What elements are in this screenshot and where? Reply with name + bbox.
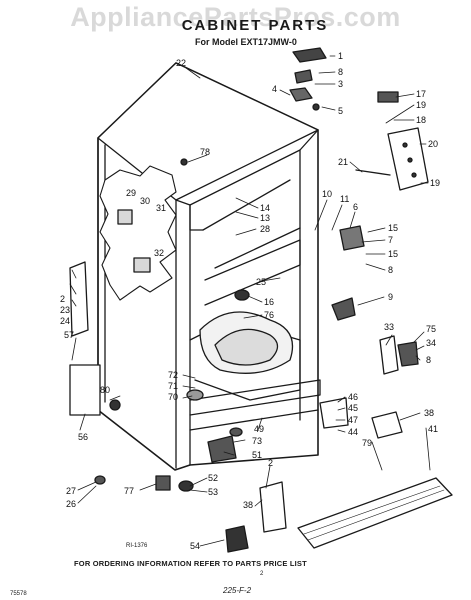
- callout-numbers: 1 8 3 4 5 22 17 19 18 20 21 19 78 14 13 …: [60, 51, 440, 551]
- callout-label: 41: [428, 424, 438, 434]
- callout-label: 19: [430, 178, 440, 188]
- callout-label: 8: [388, 265, 393, 275]
- watermark: AppliancePartsPros.com: [70, 2, 401, 32]
- page-title: CABINET PARTS: [181, 17, 329, 34]
- callout-label: 73: [252, 436, 262, 446]
- callout-label: 8: [426, 355, 431, 365]
- callout-label: 79: [362, 438, 372, 448]
- callout-label: 76: [264, 310, 274, 320]
- callout-label: 14: [260, 203, 270, 213]
- callout-label: 6: [353, 202, 358, 212]
- callout-label: 49: [254, 424, 264, 434]
- page-mark: 2: [260, 571, 264, 577]
- callout-label: 30: [140, 196, 150, 206]
- page-code: 225-F-2: [223, 586, 252, 595]
- callout-label: 47: [348, 415, 358, 425]
- callout-label: 10: [322, 189, 332, 199]
- callout-label: 20: [428, 139, 438, 149]
- callout-label: 18: [416, 115, 426, 125]
- callout-label: 56: [78, 432, 88, 442]
- callout-label: 24: [60, 316, 70, 326]
- callout-label: 54: [190, 541, 200, 551]
- callout-label: 51: [252, 450, 262, 460]
- callout-label: 72: [168, 370, 178, 380]
- callout-label: 75: [426, 324, 436, 334]
- callout-label: 77: [124, 486, 134, 496]
- callout-label: 13: [260, 213, 270, 223]
- callout-label: 7: [388, 235, 393, 245]
- callout-label: 46: [348, 392, 358, 402]
- callout-label: 9: [388, 292, 393, 302]
- callout-label: 3: [338, 79, 343, 89]
- callout-label: 22: [176, 58, 186, 68]
- callout-label: 11: [340, 194, 349, 204]
- callout-label: 32: [154, 248, 164, 258]
- callout-label: 45: [348, 403, 358, 413]
- leader-lines: [69, 55, 431, 547]
- ordering-footer: FOR ORDERING INFORMATION REFER TO PARTS …: [74, 559, 307, 568]
- callout-label: 19: [416, 100, 426, 110]
- rear-panel-cutaway: [99, 165, 177, 301]
- callout-label: 70: [168, 392, 178, 402]
- callout-label: 2: [60, 294, 65, 304]
- callout-label: 44: [348, 427, 358, 437]
- callout-label: 78: [200, 147, 210, 157]
- callout-label: 4: [272, 84, 277, 94]
- callout-label: 34: [426, 338, 436, 348]
- callout-label: 38: [243, 500, 253, 510]
- callout-label: 33: [384, 322, 394, 332]
- callout-label: 53: [208, 487, 218, 497]
- callout-label: 71: [168, 381, 178, 391]
- callout-label: 27: [66, 486, 76, 496]
- callout-label: 52: [208, 473, 218, 483]
- door-hinge-right: [355, 91, 429, 191]
- reference-code: RI-1376: [126, 543, 148, 549]
- model-line: For Model EXT17JMW-0: [195, 37, 297, 47]
- callout-label: 28: [260, 224, 270, 234]
- side-code: 75578: [10, 591, 27, 597]
- toe-grille: [297, 477, 453, 549]
- cabinet-body: [97, 62, 321, 471]
- callout-label: 2: [268, 458, 273, 468]
- callout-label: 23: [60, 305, 70, 315]
- callout-label: 21: [338, 157, 348, 167]
- callout-label: 16: [264, 297, 274, 307]
- callout-label: 17: [416, 89, 426, 99]
- callout-label: 80: [100, 385, 110, 395]
- callout-label: 31: [156, 203, 166, 213]
- callout-label: 1: [338, 51, 343, 61]
- callout-label: 15: [388, 223, 398, 233]
- callout-label: 38: [424, 408, 434, 418]
- callout-label: 5: [338, 106, 343, 116]
- callout-label: 26: [66, 499, 76, 509]
- door-hinge-top: [289, 47, 327, 111]
- callout-label: 8: [338, 67, 343, 77]
- callout-label: 15: [388, 249, 398, 259]
- callout-label: 29: [126, 188, 136, 198]
- callout-label: 57: [64, 330, 74, 340]
- callout-label: 25: [256, 277, 266, 287]
